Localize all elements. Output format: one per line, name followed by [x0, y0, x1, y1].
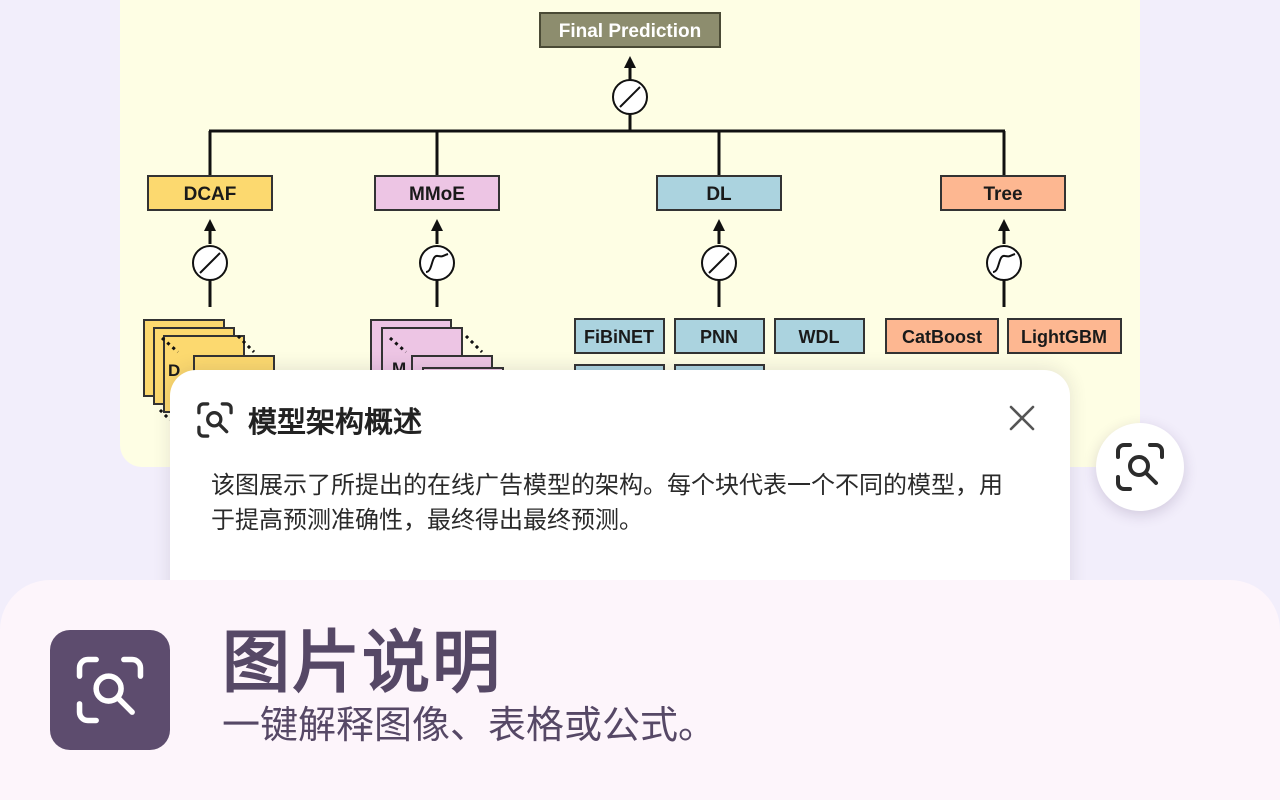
feature-bottom-sheet: 图片说明 一键解释图像、表格或公式。: [0, 580, 1280, 800]
tree-sub-label-catboost: CatBoost: [902, 327, 982, 347]
dl-sub-box-fibinet: [574, 318, 665, 354]
model-box-mmoe: [374, 175, 500, 211]
tree-activation: [986, 219, 1022, 307]
dl-sub-label-wdl: WDL: [799, 327, 840, 347]
popup-description: 该图展示了所提出的在线广告模型的架构。每个块代表一个不同的模型，用于提高预测准确…: [211, 471, 1003, 534]
image-search-fab[interactable]: [1096, 423, 1184, 511]
dl-activation: [701, 219, 737, 307]
final-prediction-box: [539, 12, 721, 48]
dcaf-stack-letter: D: [168, 361, 180, 380]
tree-sub-box-lightgbm: [1007, 318, 1122, 354]
tree-sub-label-lightgbm: LightGBM: [1021, 327, 1107, 347]
image-search-icon: [197, 402, 233, 438]
dl-sub-label-pnn: PNN: [700, 327, 738, 347]
tree-sub-box-catboost: [885, 318, 999, 354]
dcaf-activation: [192, 219, 228, 307]
feature-title: 图片说明: [222, 624, 503, 703]
model-box-tree: [940, 175, 1066, 211]
dl-sub-label-fibinet: FiBiNET: [584, 327, 654, 347]
feature-app-icon: [50, 630, 170, 750]
mmoe-activation: [419, 219, 455, 307]
image-search-icon: [1116, 443, 1164, 491]
feature-subtitle: 一键解释图像、表格或公式。: [222, 703, 717, 747]
dl-sub-box-pnn: [674, 318, 765, 354]
popup-header: 模型架构概述: [196, 400, 422, 440]
model-box-dl: [656, 175, 782, 211]
model-label-mmoe: MMoE: [409, 184, 465, 205]
model-box-dcaf: [147, 175, 273, 211]
close-button[interactable]: [1008, 404, 1036, 432]
image-search-icon: [76, 656, 144, 724]
final-prediction-label: Final Prediction: [559, 21, 702, 42]
model-label-dcaf: DCAF: [184, 184, 237, 205]
model-label-dl: DL: [706, 184, 732, 205]
popup-title: 模型架构概述: [248, 405, 423, 439]
close-icon: [1009, 405, 1035, 431]
model-label-tree: Tree: [983, 184, 1022, 205]
dl-sub-box-wdl: [774, 318, 865, 354]
